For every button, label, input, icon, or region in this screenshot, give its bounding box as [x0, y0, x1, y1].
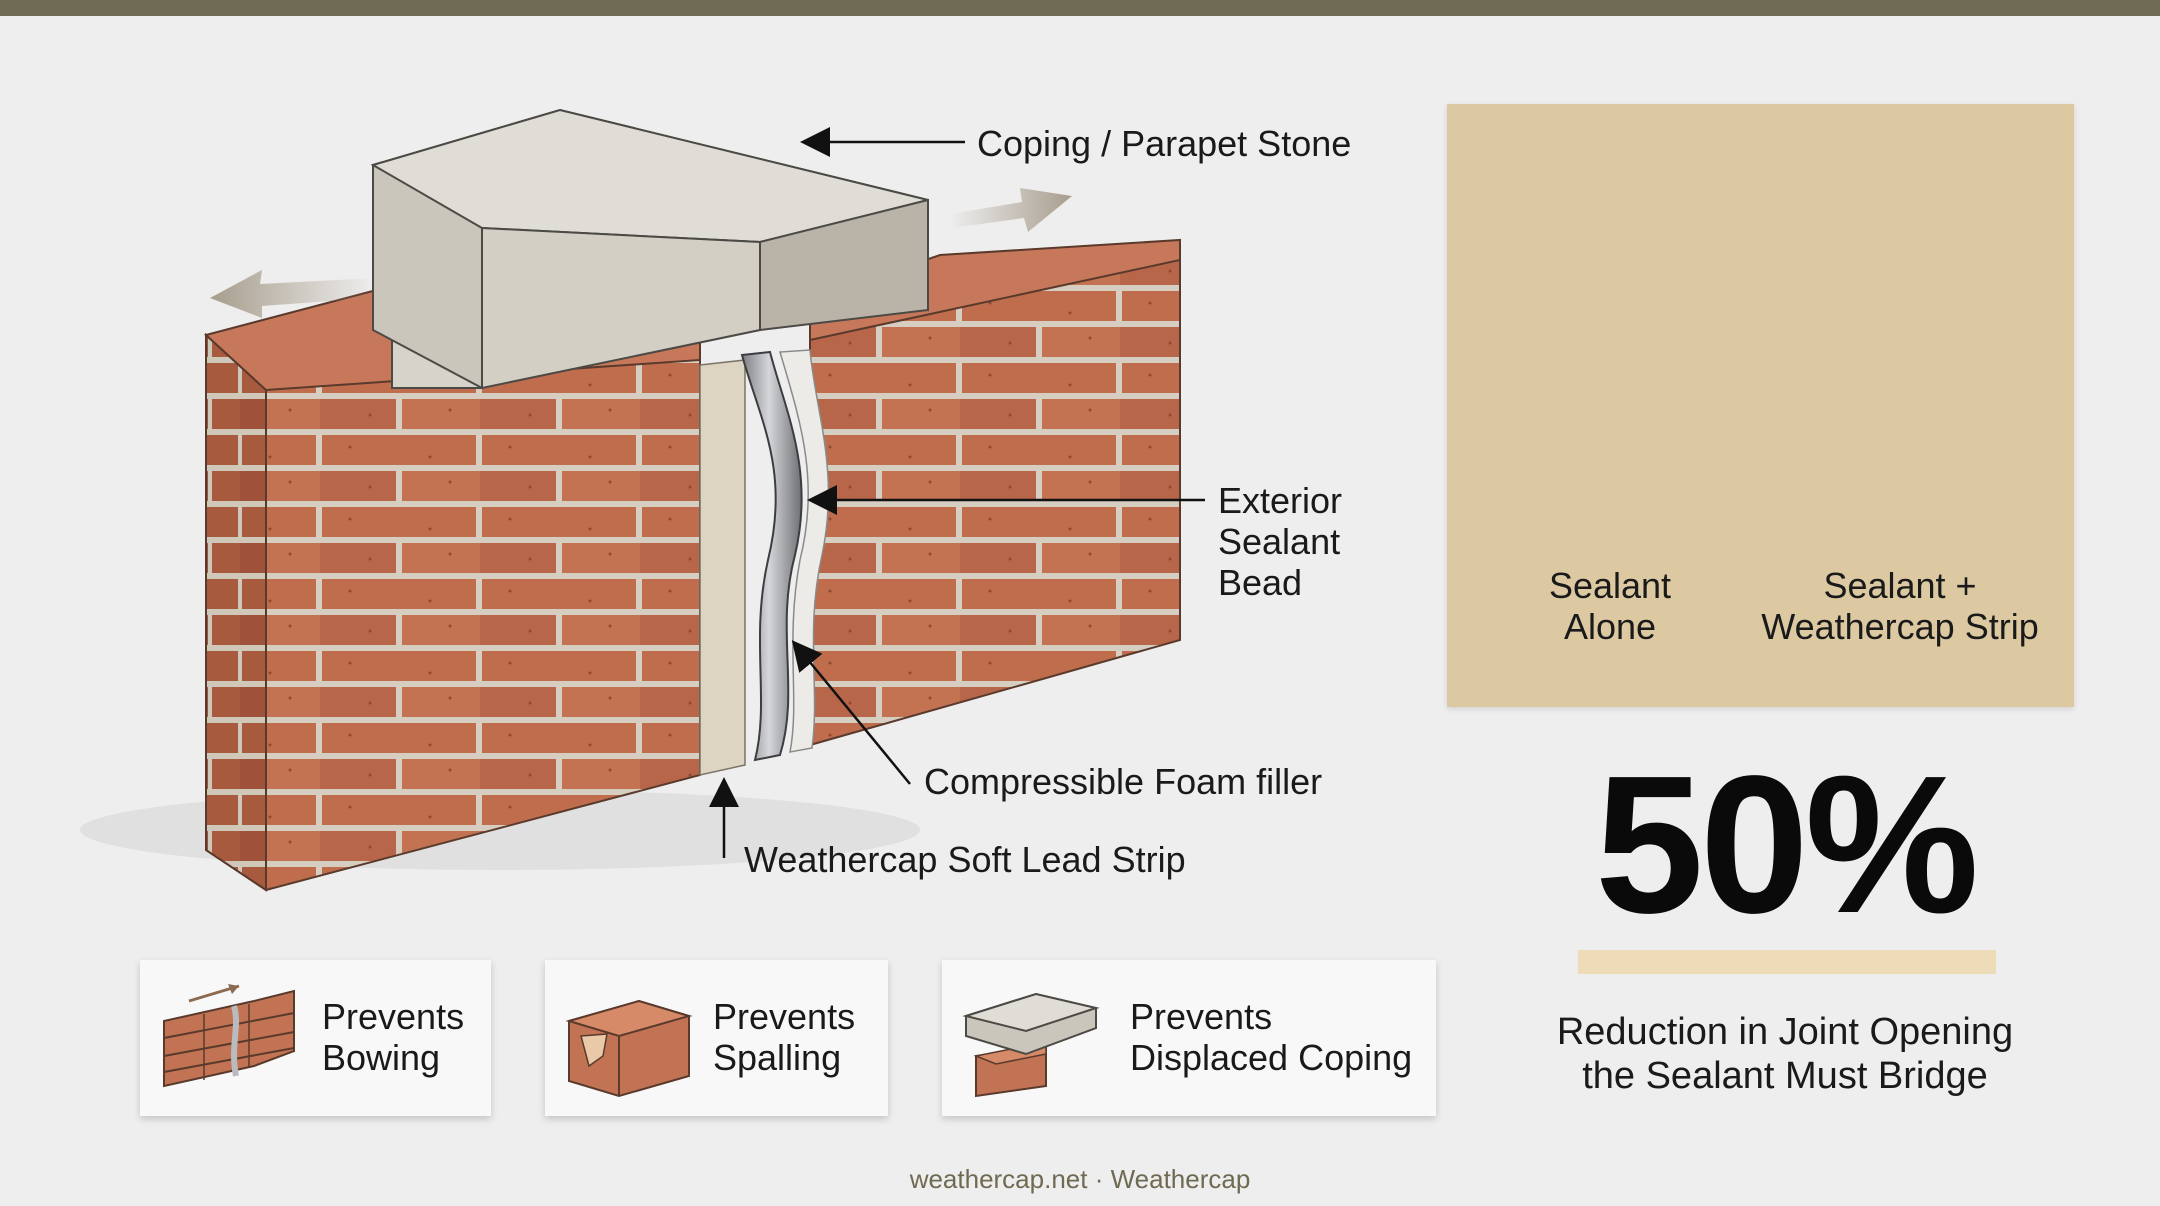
benefit-card-coping: Prevents Displaced Coping — [942, 960, 1436, 1116]
spalled-brick-icon — [565, 999, 693, 1098]
bowing-wall-icon — [163, 984, 295, 1088]
benefit-card-spalling: Prevents Spalling — [545, 960, 888, 1116]
displaced-coping-icon — [962, 992, 1100, 1098]
callout-coping: Coping / Parapet Stone — [977, 123, 1352, 164]
stat-value: 50% — [1594, 735, 1979, 954]
callout-sealant-bead: Exterior Sealant Bead — [1218, 480, 1343, 603]
benefit-label-bowing: Prevents Bowing — [322, 996, 465, 1078]
top-accent-bar — [0, 0, 2160, 16]
callout-foam-filler: Compressible Foam filler — [924, 761, 1323, 802]
coping-stone — [370, 108, 929, 390]
stat-caption: Reduction in Joint Opening the Sealant M… — [1556, 1011, 2014, 1097]
footer-credit: weathercap.net · Weathercap — [909, 1164, 1251, 1194]
comparison-panel — [1447, 104, 2074, 707]
stat-underline — [1578, 950, 1996, 974]
label-sealant-alone: Sealant Alone — [1548, 565, 1672, 647]
benefit-card-bowing: Prevents Bowing — [140, 960, 491, 1116]
callout-lead-strip: Weathercap Soft Lead Strip — [744, 839, 1186, 880]
benefit-label-spalling: Prevents Spalling — [713, 996, 856, 1078]
label-sealant-strip: Sealant + Weathercap Strip — [1761, 565, 2039, 647]
benefit-label-coping: Prevents Displaced Coping — [1130, 996, 1413, 1078]
